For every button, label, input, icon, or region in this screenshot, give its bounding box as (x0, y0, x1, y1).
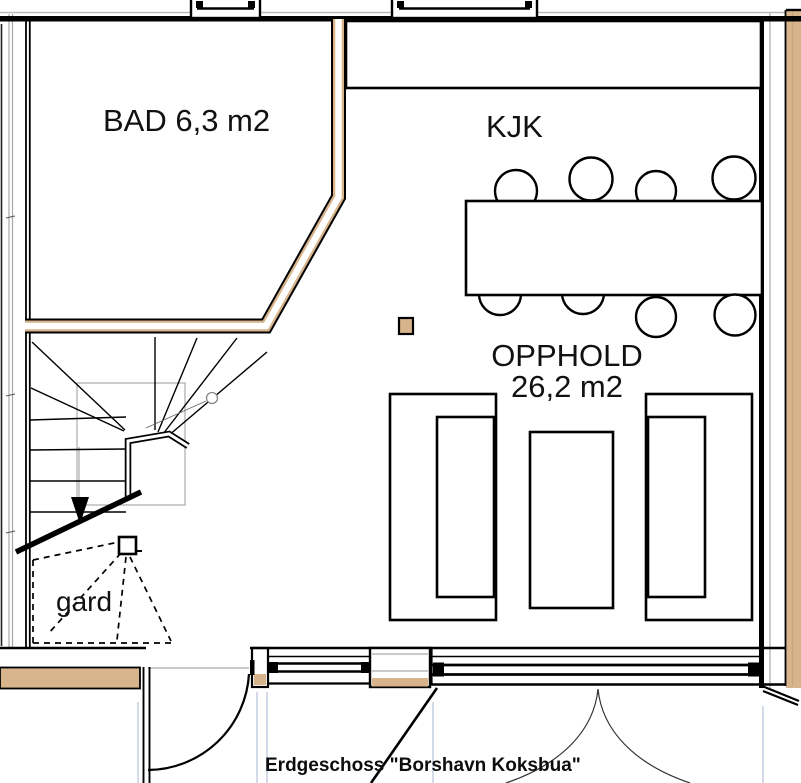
gard-zone (32, 535, 172, 644)
sofa-left-seat (435, 415, 496, 599)
sofa-right-seat (646, 415, 707, 599)
entry-door-swing-arc (147, 673, 251, 772)
bottom-window-small (250, 646, 786, 685)
entry-door (142, 667, 251, 783)
dining-set (464, 155, 764, 339)
room-label-bad: BAD 6,3 m2 (103, 103, 270, 138)
dining-table (464, 199, 764, 297)
plan-caption: Erdgeschoss "Borshavn Koksbua" (265, 755, 581, 776)
bottom-wall (0, 646, 786, 690)
column (397, 316, 415, 336)
gard-dashed-lines (32, 541, 172, 644)
dining-chairs-front-row (634, 293, 757, 339)
diagonal-door-leaf (369, 687, 439, 783)
lounge-set (388, 392, 754, 622)
stair-reference-circle (205, 391, 219, 405)
room-label-gard: gard (56, 586, 112, 617)
stair-treads (29, 337, 268, 513)
staircase (14, 337, 268, 555)
right-wall (759, 16, 764, 688)
room-label-kjk: KJK (486, 109, 543, 144)
ceiling-light-symbol (117, 535, 138, 556)
bottom-window-large (429, 648, 786, 686)
stair-down-arrow (71, 497, 89, 524)
top-window-left (189, 0, 262, 20)
right-exterior-door-leaf (761, 684, 800, 707)
stair-railing (124, 430, 190, 497)
bottom-wall-left-tan (0, 666, 141, 690)
stair-cut-line (14, 489, 143, 555)
window-opening-curves (505, 688, 691, 783)
right-exterior-wall (784, 8, 801, 688)
kitchen-counter (344, 19, 763, 90)
room-label-opphold-area: 26,2 m2 (511, 369, 623, 404)
bottom-wall-mid-segment (368, 646, 432, 689)
door-stop (250, 660, 255, 675)
coffee-table (528, 430, 615, 610)
bad-partition-wall (25, 19, 346, 334)
labels: BAD 6,3 m2 KJK OPPHOLD 26,2 m2 gard Erdg… (56, 103, 643, 776)
room-label-opphold: OPPHOLD (491, 338, 643, 373)
extent-lines (137, 692, 764, 783)
top-window-right (390, 0, 539, 20)
